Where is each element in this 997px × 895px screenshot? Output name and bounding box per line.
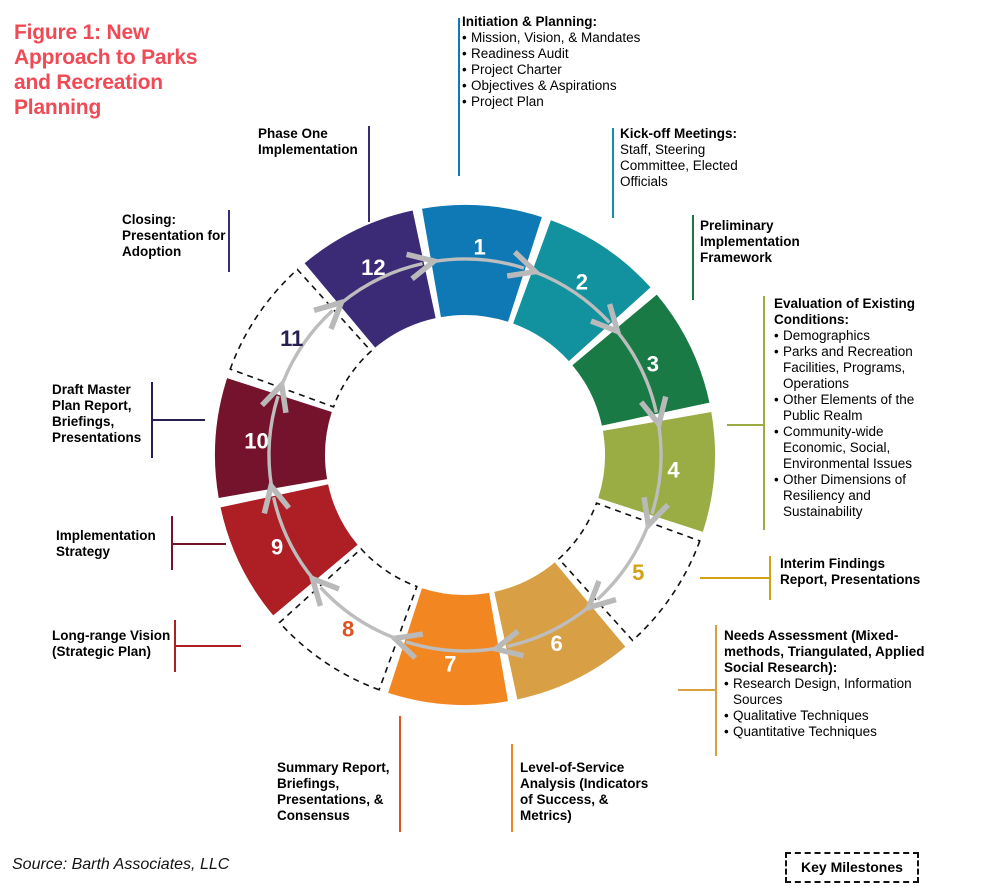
callout-phase-one-title: Phase One Implementation <box>258 126 358 157</box>
list-item: Demographics <box>774 328 934 344</box>
legend-key-milestones: Key Milestones <box>785 852 919 883</box>
flow-arrow-7 <box>406 642 498 651</box>
list-item: Project Charter <box>462 62 652 78</box>
donut-segment-9[interactable] <box>220 484 358 616</box>
flow-arrow-2 <box>533 269 610 322</box>
list-item: Other Elements of the Public Realm <box>774 392 934 424</box>
connector-evaluation <box>727 296 765 530</box>
connector-vision <box>174 620 241 672</box>
flow-arrow-8 <box>320 587 397 641</box>
list-item: Quantitative Techniques <box>724 724 934 740</box>
callout-phase-one: Phase One Implementation <box>258 126 368 158</box>
callout-preliminary-title: Preliminary Implementation Framework <box>700 218 800 265</box>
flow-arrow-4 <box>652 422 661 514</box>
connector-implementation <box>171 516 226 570</box>
callout-vision: Long-range Vision (Strategic Plan) <box>52 628 172 660</box>
callout-closing: Closing: Presentation for Adoption <box>122 212 230 260</box>
list-item: Readiness Audit <box>462 46 652 62</box>
list-item: Other Dimensions of Resiliency and Susta… <box>774 472 934 520</box>
callout-summary: Summary Report, Briefings, Presentations… <box>277 760 392 824</box>
donut-segment-7[interactable] <box>388 588 508 706</box>
donut-segment-3[interactable] <box>572 294 710 426</box>
flow-arrows <box>269 259 661 651</box>
donut-segment-6[interactable] <box>494 562 626 700</box>
callout-kickoff-body: Staff, Steering Committee, Elected Offic… <box>620 142 738 189</box>
source-note: Source: Barth Associates, LLC <box>12 856 230 873</box>
callout-interim: Interim Findings Report, Presentations <box>780 556 930 588</box>
flow-arrow-5 <box>597 523 651 600</box>
callout-evaluation: Evaluation of Existing Conditions: Demog… <box>774 296 934 520</box>
list-item: Objectives & Aspirations <box>462 78 652 94</box>
callout-vision-title: Long-range Vision (Strategic Plan) <box>52 628 171 659</box>
callout-kickoff-title: Kick-off Meetings: <box>620 126 738 141</box>
callout-draft-title: Draft Master Plan Report, Briefings, Pre… <box>52 382 142 445</box>
segment-number-6: 6 <box>550 631 562 656</box>
segment-number-4: 4 <box>667 458 680 483</box>
callout-draft: Draft Master Plan Report, Briefings, Pre… <box>52 382 150 446</box>
donut-segment-5[interactable] <box>557 502 701 642</box>
list-item: Qualitative Techniques <box>724 708 934 724</box>
page-title: Figure 1: New Approach to Parks and Recr… <box>14 21 198 119</box>
connector-interim <box>700 556 771 600</box>
segment-number-8: 8 <box>342 616 354 641</box>
callout-interim-title: Interim Findings Report, Presentations <box>780 556 921 587</box>
callout-preliminary: Preliminary Implementation Framework <box>700 218 820 266</box>
callout-implementation-title: Implementation Strategy <box>56 528 156 559</box>
donut-segments <box>215 205 715 706</box>
segment-number-12: 12 <box>361 255 385 280</box>
callout-implementation: Implementation Strategy <box>56 528 174 560</box>
list-item: Parks and Recreation Facilities, Program… <box>774 344 934 392</box>
callout-closing-title: Closing: Presentation for Adoption <box>122 212 226 259</box>
segment-number-1: 1 <box>473 235 485 260</box>
donut-segment-1[interactable] <box>422 205 542 322</box>
flow-arrow-1 <box>432 259 524 268</box>
list-item: Project Plan <box>462 94 652 110</box>
donut-segment-4[interactable] <box>598 412 715 532</box>
flow-arrow-12 <box>339 264 422 306</box>
connector-draft <box>151 382 205 458</box>
legend-label: Key Milestones <box>801 859 903 875</box>
callout-kickoff: Kick-off Meetings: Staff, Steering Commi… <box>620 126 760 190</box>
callout-initiation-title: Initiation & Planning: <box>462 14 597 29</box>
donut-segment-2[interactable] <box>513 220 651 362</box>
segment-number-11: 11 <box>280 326 303 351</box>
donut-segment-11[interactable] <box>229 268 373 408</box>
callout-evaluation-title: Evaluation of Existing Conditions: <box>774 296 916 327</box>
callout-initiation: Initiation & Planning: Mission, Vision, … <box>462 14 652 110</box>
segment-number-3: 3 <box>647 351 659 376</box>
callout-summary-title: Summary Report, Briefings, Presentations… <box>277 760 390 823</box>
callout-los-title: Level-of-Service Analysis (Indicators of… <box>520 760 649 823</box>
flow-arrow-9 <box>274 497 316 581</box>
callout-connectors <box>151 18 771 832</box>
segment-number-2: 2 <box>576 270 588 295</box>
flow-arrow-11 <box>279 310 332 387</box>
callout-los: Level-of-Service Analysis (Indicators of… <box>520 760 650 824</box>
callout-needs-title: Needs Assessment (Mixed-methods, Triangu… <box>724 628 925 675</box>
segment-number-5: 5 <box>632 560 644 585</box>
donut-segment-12[interactable] <box>304 210 436 348</box>
flow-arrow-3 <box>614 329 656 412</box>
segment-number-9: 9 <box>271 535 283 560</box>
list-item: Research Design, Information Sources <box>724 676 934 708</box>
callout-needs: Needs Assessment (Mixed-methods, Triangu… <box>724 628 934 740</box>
list-item: Community-wide Economic, Social, Environ… <box>774 424 934 472</box>
flow-arrow-6 <box>507 604 591 646</box>
segment-number-7: 7 <box>444 651 456 676</box>
connector-needs <box>678 625 717 756</box>
donut-segment-8[interactable] <box>278 547 418 691</box>
list-item: Mission, Vision, & Mandates <box>462 30 652 46</box>
donut-segment-10[interactable] <box>215 378 332 498</box>
flow-arrow-10 <box>269 396 278 488</box>
segment-number-10: 10 <box>244 428 268 453</box>
